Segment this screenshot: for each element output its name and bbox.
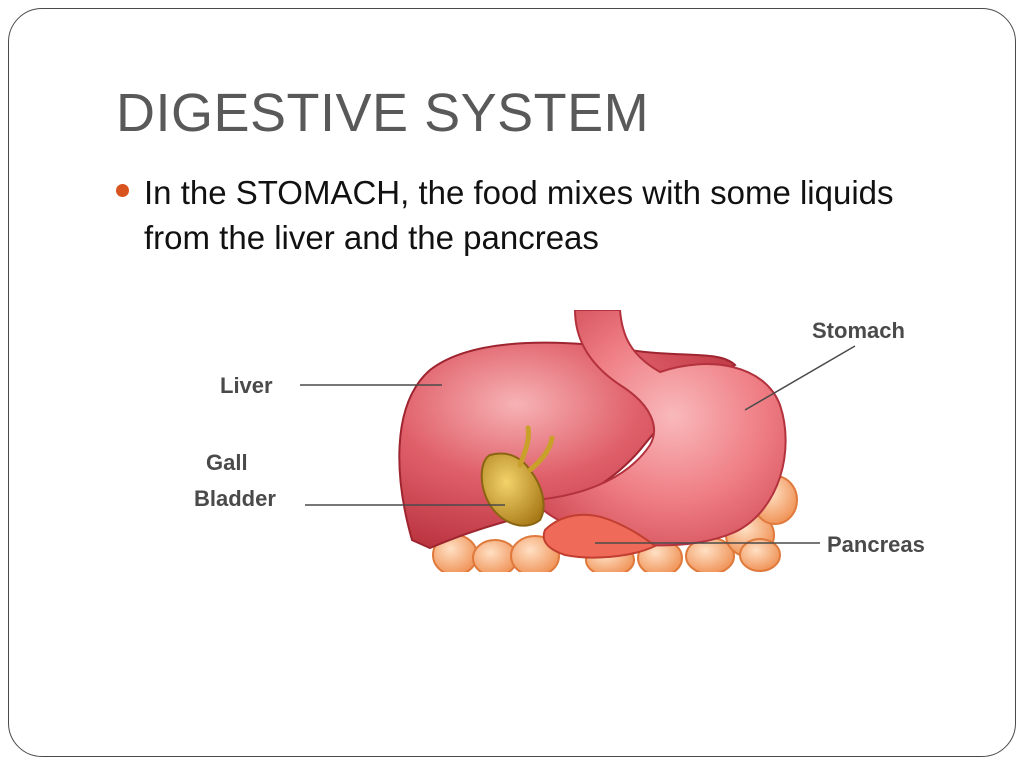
bladder-label: Bladder	[194, 486, 276, 511]
bullet-dot-icon	[116, 184, 129, 197]
gall-label: Gall	[206, 450, 248, 475]
bile-duct-shape	[517, 425, 555, 473]
pancreas-label: Pancreas	[827, 532, 925, 557]
digestive-diagram: Liver Gall Bladder Stomach Pancreas	[190, 310, 970, 572]
digestive-diagram-svg: Liver Gall Bladder Stomach Pancreas	[194, 310, 925, 572]
stomach-leader-line	[744, 345, 856, 411]
bullet-text: In the STOMACH, the food mixes with some…	[144, 174, 894, 256]
liver-label: Liver	[220, 373, 273, 398]
pancreas-shape	[542, 513, 657, 559]
slide-title: DIGESTIVE SYSTEM	[116, 83, 650, 143]
stomach-label: Stomach	[812, 318, 905, 343]
